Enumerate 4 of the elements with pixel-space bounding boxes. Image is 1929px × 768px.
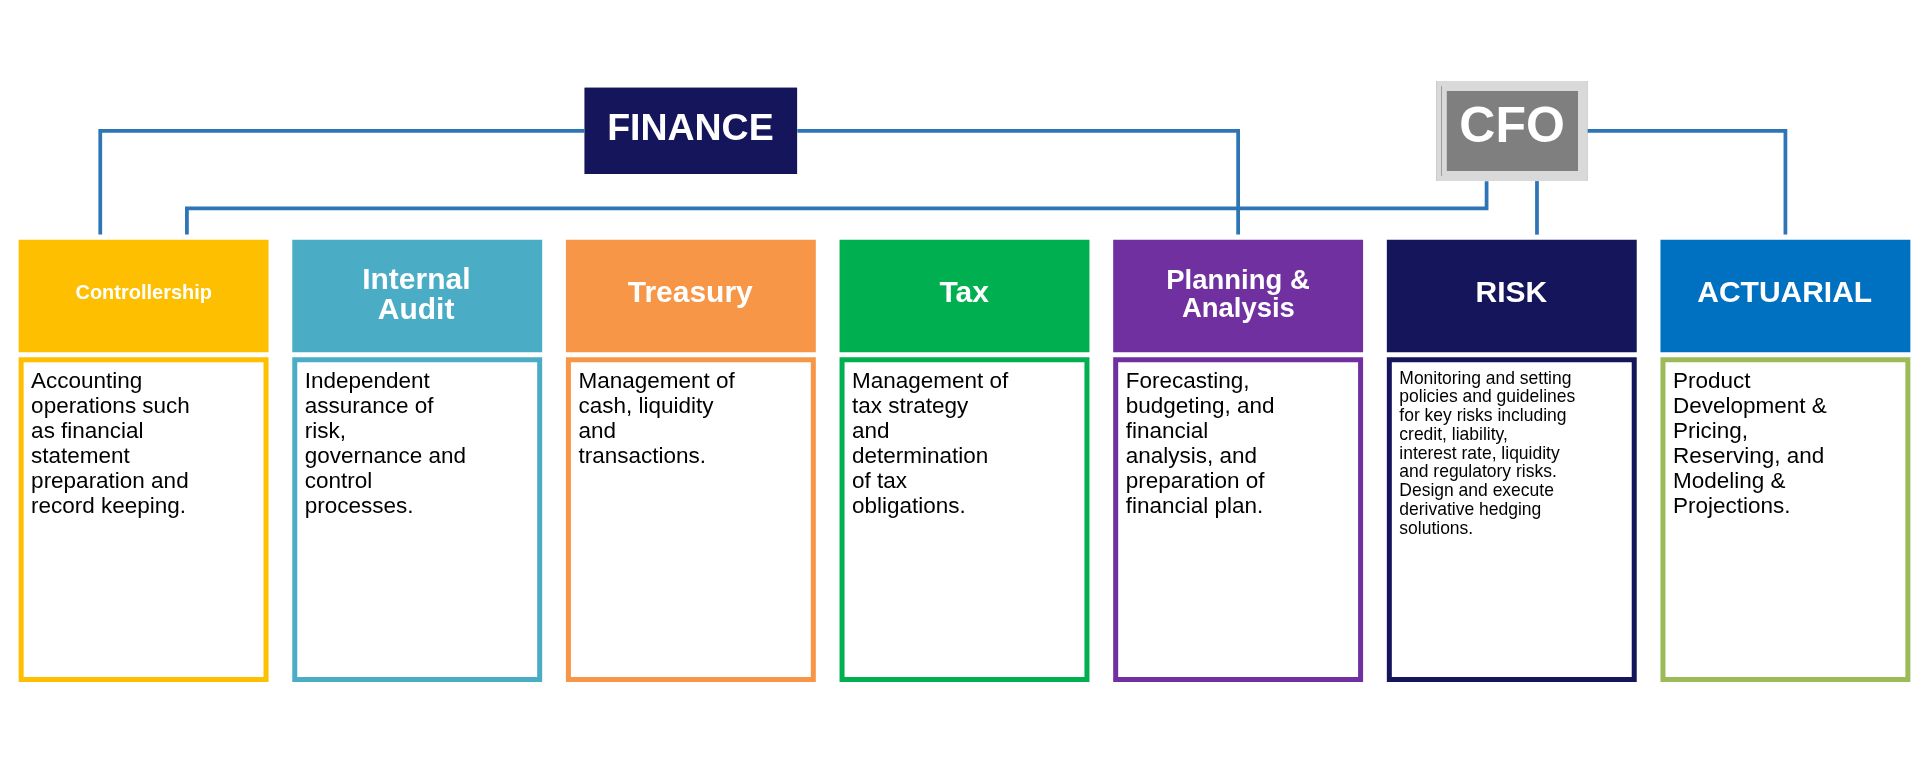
connector [797, 129, 1240, 235]
connector [1535, 181, 1539, 235]
connector [1587, 129, 1788, 235]
connector [98, 129, 585, 235]
